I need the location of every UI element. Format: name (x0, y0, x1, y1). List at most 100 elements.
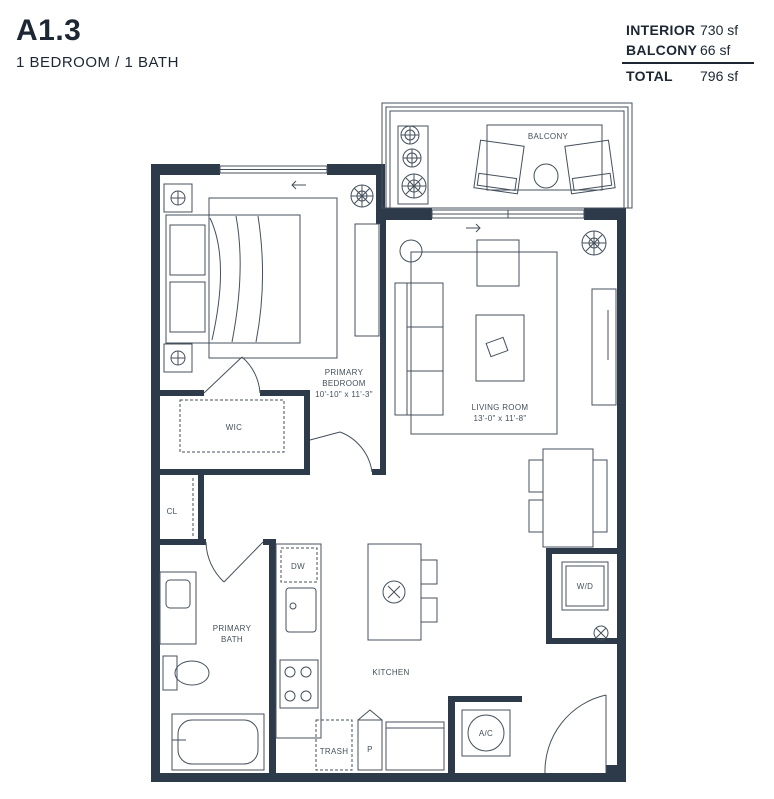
washer-dryer (561, 561, 609, 611)
wall-bath-top-left (160, 539, 206, 545)
label-bedroom-1: PRIMARY (325, 368, 364, 377)
exterior-walls (151, 164, 626, 782)
kitchen-fixtures (275, 543, 445, 771)
wall-bath-right (269, 539, 276, 773)
wall-bed-bottom-left (160, 390, 204, 396)
wall-bedroom-right-upper (376, 164, 385, 224)
total-value: 796 sf (700, 68, 739, 84)
label-kitchen: KITCHEN (372, 668, 409, 677)
bath-door (205, 541, 264, 583)
wall-wd-bottom (546, 638, 617, 644)
plant-icon (402, 148, 422, 168)
label-bath-1: PRIMARY (213, 624, 252, 633)
balcony (381, 102, 633, 209)
bar-stool (420, 559, 438, 585)
nightstand (163, 183, 193, 213)
tv-console (591, 288, 617, 406)
label-living: LIVING ROOM (472, 403, 529, 412)
wall-bottom (151, 773, 626, 782)
area-summary: INTERIOR 730 sf BALCONY 66 sf (626, 20, 754, 60)
plant-icon (581, 230, 607, 256)
wall-hall-corner (372, 469, 386, 475)
pantry (357, 719, 383, 771)
coffee-table (475, 314, 525, 382)
interior-label: INTERIOR (626, 22, 696, 38)
refrigerator (385, 721, 445, 771)
bedroom-dresser (354, 223, 380, 337)
area-divider (622, 62, 754, 64)
bedroom-wic-door (203, 356, 261, 394)
wall-top-bedroom-right (327, 164, 383, 175)
bath-fixtures (159, 571, 265, 771)
doors (192, 356, 607, 774)
wall-left (151, 164, 160, 782)
slider-arrows (291, 180, 481, 233)
ac-unit (461, 709, 511, 757)
wall-ac-top (448, 696, 522, 702)
armchair (476, 239, 520, 287)
bathtub (171, 713, 265, 771)
bedroom-entry-door (309, 431, 373, 473)
area-row-balcony: BALCONY 66 sf (626, 40, 754, 60)
balcony-chair-left (473, 139, 525, 195)
plant-icon (350, 184, 374, 208)
plant-icon (400, 125, 420, 145)
label-bedroom-2: BEDROOM (322, 379, 365, 388)
label-closet: CL (167, 507, 178, 516)
balcony-table (533, 163, 559, 189)
wall-ac-left (448, 696, 455, 773)
wall-right (617, 208, 626, 773)
area-total: TOTAL 796 sf (626, 66, 754, 86)
unit-type: 1 BEDROOM / 1 BATH (16, 54, 179, 71)
label-balcony: BALCONY (528, 132, 569, 141)
balcony-value: 66 sf (700, 42, 731, 58)
interior-walls (160, 220, 617, 773)
living-furniture (394, 239, 617, 548)
total-label: TOTAL (626, 68, 673, 84)
bedroom-furniture (163, 183, 380, 453)
wall-hall-top (160, 469, 310, 475)
bar-stool (420, 597, 438, 623)
windows (219, 165, 585, 219)
label-pantry: P (367, 745, 373, 754)
wall-wd-top (546, 548, 617, 554)
unit-name: A1.3 (16, 14, 82, 47)
kitchen-island (367, 543, 422, 641)
kitchen-counter (275, 543, 322, 739)
living-rug (410, 251, 558, 435)
wall-living-top-left (380, 208, 432, 220)
plant-icon (401, 173, 427, 199)
wall-wic-right (304, 390, 310, 475)
wall-living-top-right (584, 208, 626, 220)
balcony-label: BALCONY (626, 42, 698, 58)
area-row-total: TOTAL 796 sf (626, 66, 754, 86)
wall-bottom-right-stub (606, 765, 626, 782)
floor-lamp (399, 239, 423, 263)
entry-door (544, 694, 607, 774)
wall-wd-left (546, 548, 552, 643)
label-living-dims: 13'-0" x 11'-8" (473, 414, 526, 423)
interior-value: 730 sf (700, 22, 739, 38)
wic-shelf (179, 399, 285, 453)
wall-closet-right (198, 469, 204, 544)
cooktop (279, 659, 319, 709)
plant-icons (350, 125, 607, 256)
label-ac: A/C (479, 729, 493, 738)
balcony-chair-right (564, 139, 616, 195)
balcony-rug (486, 124, 603, 191)
wall-bed-bottom-right (260, 390, 310, 396)
vanity (159, 571, 197, 645)
bedroom-rug (208, 197, 338, 359)
trash-cabinet (315, 719, 353, 771)
water-heater (593, 625, 609, 641)
nightstand (163, 343, 193, 373)
label-bedroom-dims: 10'-10" x 11'-3" (315, 390, 373, 399)
bed (165, 214, 301, 344)
label-wic: WIC (226, 423, 242, 432)
label-bath-2: BATH (221, 635, 243, 644)
kitchen-sink (285, 587, 317, 633)
label-dw: DW (291, 562, 305, 571)
area-row-interior: INTERIOR 730 sf (626, 20, 754, 40)
wall-bed-living (380, 220, 386, 475)
